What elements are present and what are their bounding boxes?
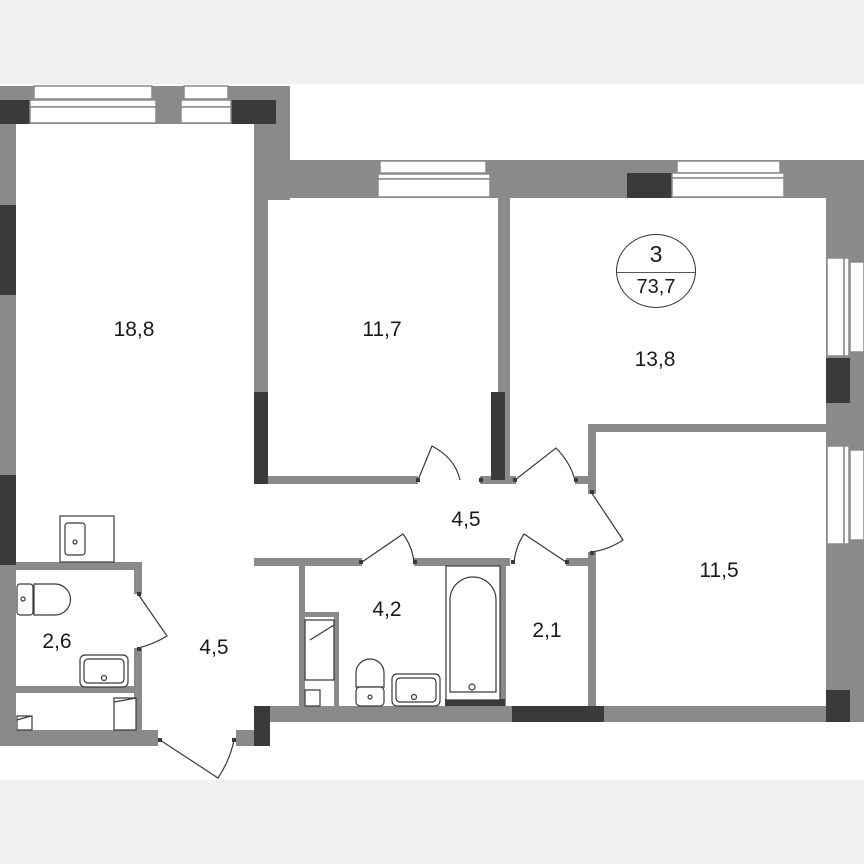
apartment-badge: 3 73,7 — [616, 234, 696, 308]
room-area-wc: 2,6 — [42, 630, 72, 653]
room-area-storage: 2,1 — [532, 619, 562, 642]
room-area-corridor: 4,5 — [451, 508, 481, 531]
room-area-bedroom-middle: 11,7 — [362, 318, 402, 341]
room-area-entrance-hall: 4,5 — [199, 636, 229, 659]
windows — [29, 85, 864, 545]
toilet-icon — [355, 658, 385, 707]
fixtures — [16, 515, 501, 731]
sink-icon — [391, 673, 441, 707]
room-area-bedroom-top-right: 13,8 — [634, 348, 676, 371]
room-area-living-room: 18,8 — [113, 318, 155, 341]
bathtub-icon — [445, 565, 501, 701]
total-area: 73,7 — [636, 276, 676, 298]
room-area-bedroom-bottom-right: 11,5 — [699, 559, 739, 582]
badge-divider — [617, 272, 695, 273]
room-area-bathroom: 4,2 — [372, 598, 402, 621]
columns — [0, 100, 850, 746]
rooms-count: 3 — [649, 241, 663, 267]
doors — [137, 445, 624, 779]
toilet-icon — [16, 583, 72, 616]
sink-icon — [79, 654, 129, 688]
